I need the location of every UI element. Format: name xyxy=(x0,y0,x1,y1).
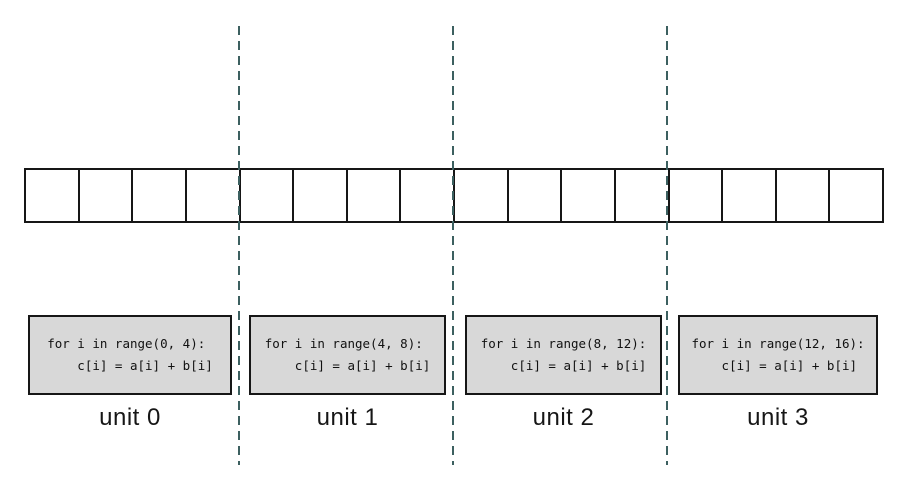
array-cell xyxy=(506,170,561,221)
array-cell xyxy=(453,170,507,221)
unit-0-label: unit 0 xyxy=(99,404,161,431)
unit-1-label: unit 1 xyxy=(316,404,379,431)
unit-0-group: for i in range(0, 4): c[i] = a[i] + b[i]… xyxy=(28,315,232,432)
array-cell xyxy=(560,170,614,221)
partition-divider-1 xyxy=(237,26,240,465)
array-cell xyxy=(184,170,239,221)
unit-2-group: for i in range(8, 12): c[i] = a[i] + b[i… xyxy=(465,315,662,432)
unit-1-code-box: for i in range(4, 8): c[i] = a[i] + b[i] xyxy=(249,315,446,395)
array-cell xyxy=(828,170,882,221)
unit-0-code: for i in range(0, 4): c[i] = a[i] + b[i] xyxy=(47,336,213,373)
unit-3-code-box: for i in range(12, 16): c[i] = a[i] + b[… xyxy=(678,315,878,395)
unit-0-code-box: for i in range(0, 4): c[i] = a[i] + b[i] xyxy=(28,315,232,395)
array-cell xyxy=(26,170,78,221)
unit-3-group: for i in range(12, 16): c[i] = a[i] + b[… xyxy=(678,315,878,432)
array-cell xyxy=(667,170,722,221)
memory-array xyxy=(24,168,884,223)
unit-2-code-box: for i in range(8, 12): c[i] = a[i] + b[i… xyxy=(465,315,662,395)
array-cell xyxy=(613,170,668,221)
array-cell xyxy=(721,170,775,221)
array-cell xyxy=(238,170,293,221)
partition-divider-3 xyxy=(665,26,668,465)
array-cell xyxy=(292,170,346,221)
array-cell xyxy=(399,170,453,221)
array-cell xyxy=(131,170,185,221)
unit-1-group: for i in range(4, 8): c[i] = a[i] + b[i]… xyxy=(249,315,446,432)
unit-1-code: for i in range(4, 8): c[i] = a[i] + b[i] xyxy=(264,336,431,373)
array-cell xyxy=(774,170,829,221)
unit-2-label: unit 2 xyxy=(532,404,595,431)
array-cell xyxy=(77,170,132,221)
array-cell xyxy=(345,170,400,221)
partition-divider-2 xyxy=(451,26,454,465)
unit-2-code: for i in range(8, 12): c[i] = a[i] + b[i… xyxy=(480,336,647,373)
unit-3-label: unit 3 xyxy=(747,404,809,431)
unit-3-code: for i in range(12, 16): c[i] = a[i] + b[… xyxy=(691,336,865,373)
